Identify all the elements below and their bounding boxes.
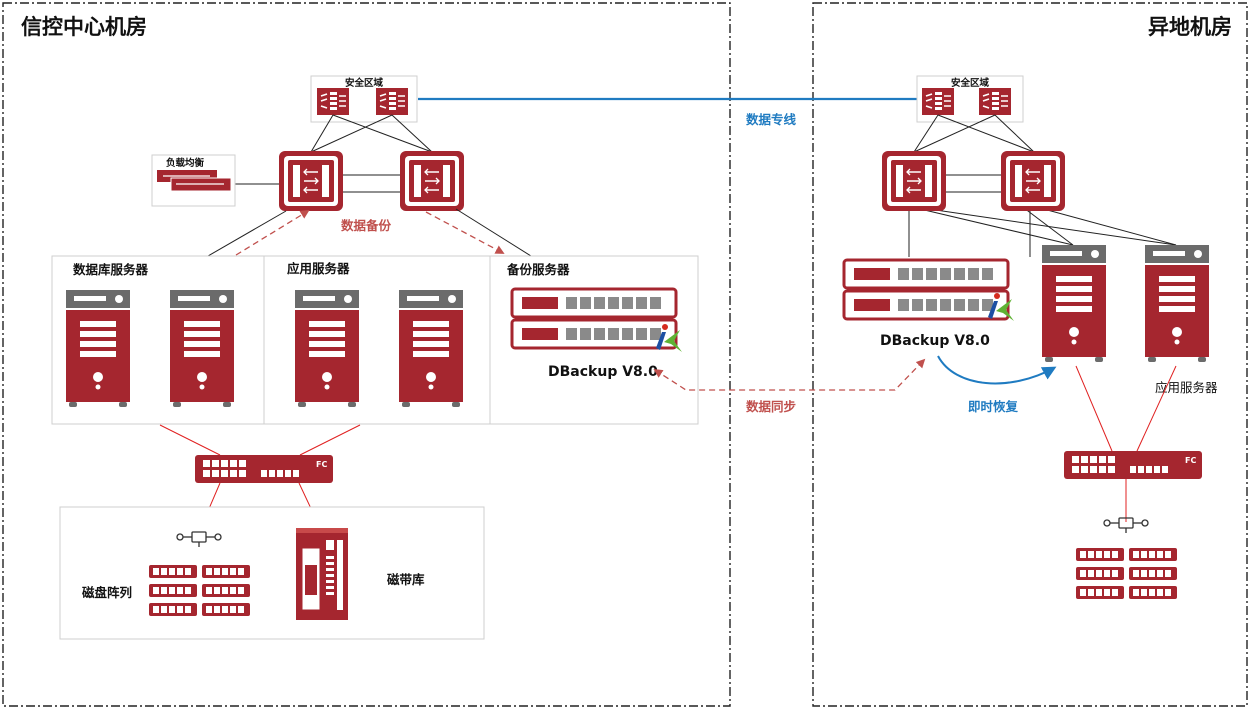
application-server-icon [1042,245,1106,362]
application-server-icon [1145,245,1209,362]
disk-array-icon [149,584,197,597]
fc-switch-tag-left: FC [316,460,327,469]
right-room-boundary [812,2,1248,707]
app-servers-label: 应用服务器 [287,261,350,276]
fc-switch-icon [1064,451,1202,479]
backup-product-label-left: DBackup V8.0 [548,364,658,380]
tape-library-icon [296,528,348,620]
disk-array-icon [149,603,197,616]
backup-appliance-icon [842,258,1010,290]
firewall-icon [316,87,350,116]
db-servers-label: 数据库服务器 [72,262,149,277]
firewall-icon [921,87,955,116]
disk-array-label: 磁盘阵列 [81,585,132,600]
app-servers-label-right: 应用服务器 [1155,380,1218,395]
disk-array-icon [202,603,250,616]
dedicated-line-label: 数据专线 [745,112,797,127]
left-room-title: 信控中心机房 [21,15,147,39]
disk-array-icon [1129,567,1177,580]
application-server-icon [399,290,463,407]
load-balancer-label: 负载均衡 [166,157,205,169]
database-server-icon [66,290,130,407]
instant-recovery-arrow [937,355,1057,385]
storage-panel [59,506,485,640]
right-network-links [908,114,1177,257]
disk-array-icon [202,565,250,578]
disk-array-icon [1076,548,1124,561]
core-switch-icon [881,150,947,212]
firewall-icon [978,87,1012,116]
core-server-links [207,208,532,257]
instant-recovery-label: 即时恢复 [968,399,1019,414]
security-zone-label-right: 安全区域 [951,77,990,89]
backup-appliance-icon [510,318,678,350]
right-room-title: 异地机房 [1148,15,1232,39]
firewall-icon [375,87,409,116]
disk-array-icon [202,584,250,597]
backup-appliance-icon [842,289,1010,321]
disk-array-icon [149,565,197,578]
core-switch-icon [1000,150,1066,212]
left-room-boundary [2,2,731,707]
firewall-core-links [233,114,433,193]
backup-appliance-icon [510,287,678,319]
security-zone-label-left: 安全区域 [345,77,384,89]
core-switch-icon [399,150,465,212]
database-server-icon [170,290,234,407]
backup-servers-label: 备份服务器 [506,262,570,277]
fc-switch-icon [195,455,333,483]
disk-array-icon [1129,586,1177,599]
disk-array-icon [1129,548,1177,561]
disk-array-icon [1076,567,1124,580]
data-backup-arrows [235,210,505,256]
disk-array-icon [1076,586,1124,599]
tape-library-label: 磁带库 [386,572,425,587]
data-sync-label: 数据同步 [745,399,796,414]
core-switch-icon [278,150,344,212]
san-links-right [1075,365,1177,522]
data-sync-arrow [653,358,926,391]
data-backup-label: 数据备份 [340,218,392,233]
load-balancer-icon [157,170,232,192]
fc-switch-tag-right: FC [1185,456,1196,465]
backup-product-label-right: DBackup V8.0 [880,333,990,349]
application-server-icon [295,290,359,407]
